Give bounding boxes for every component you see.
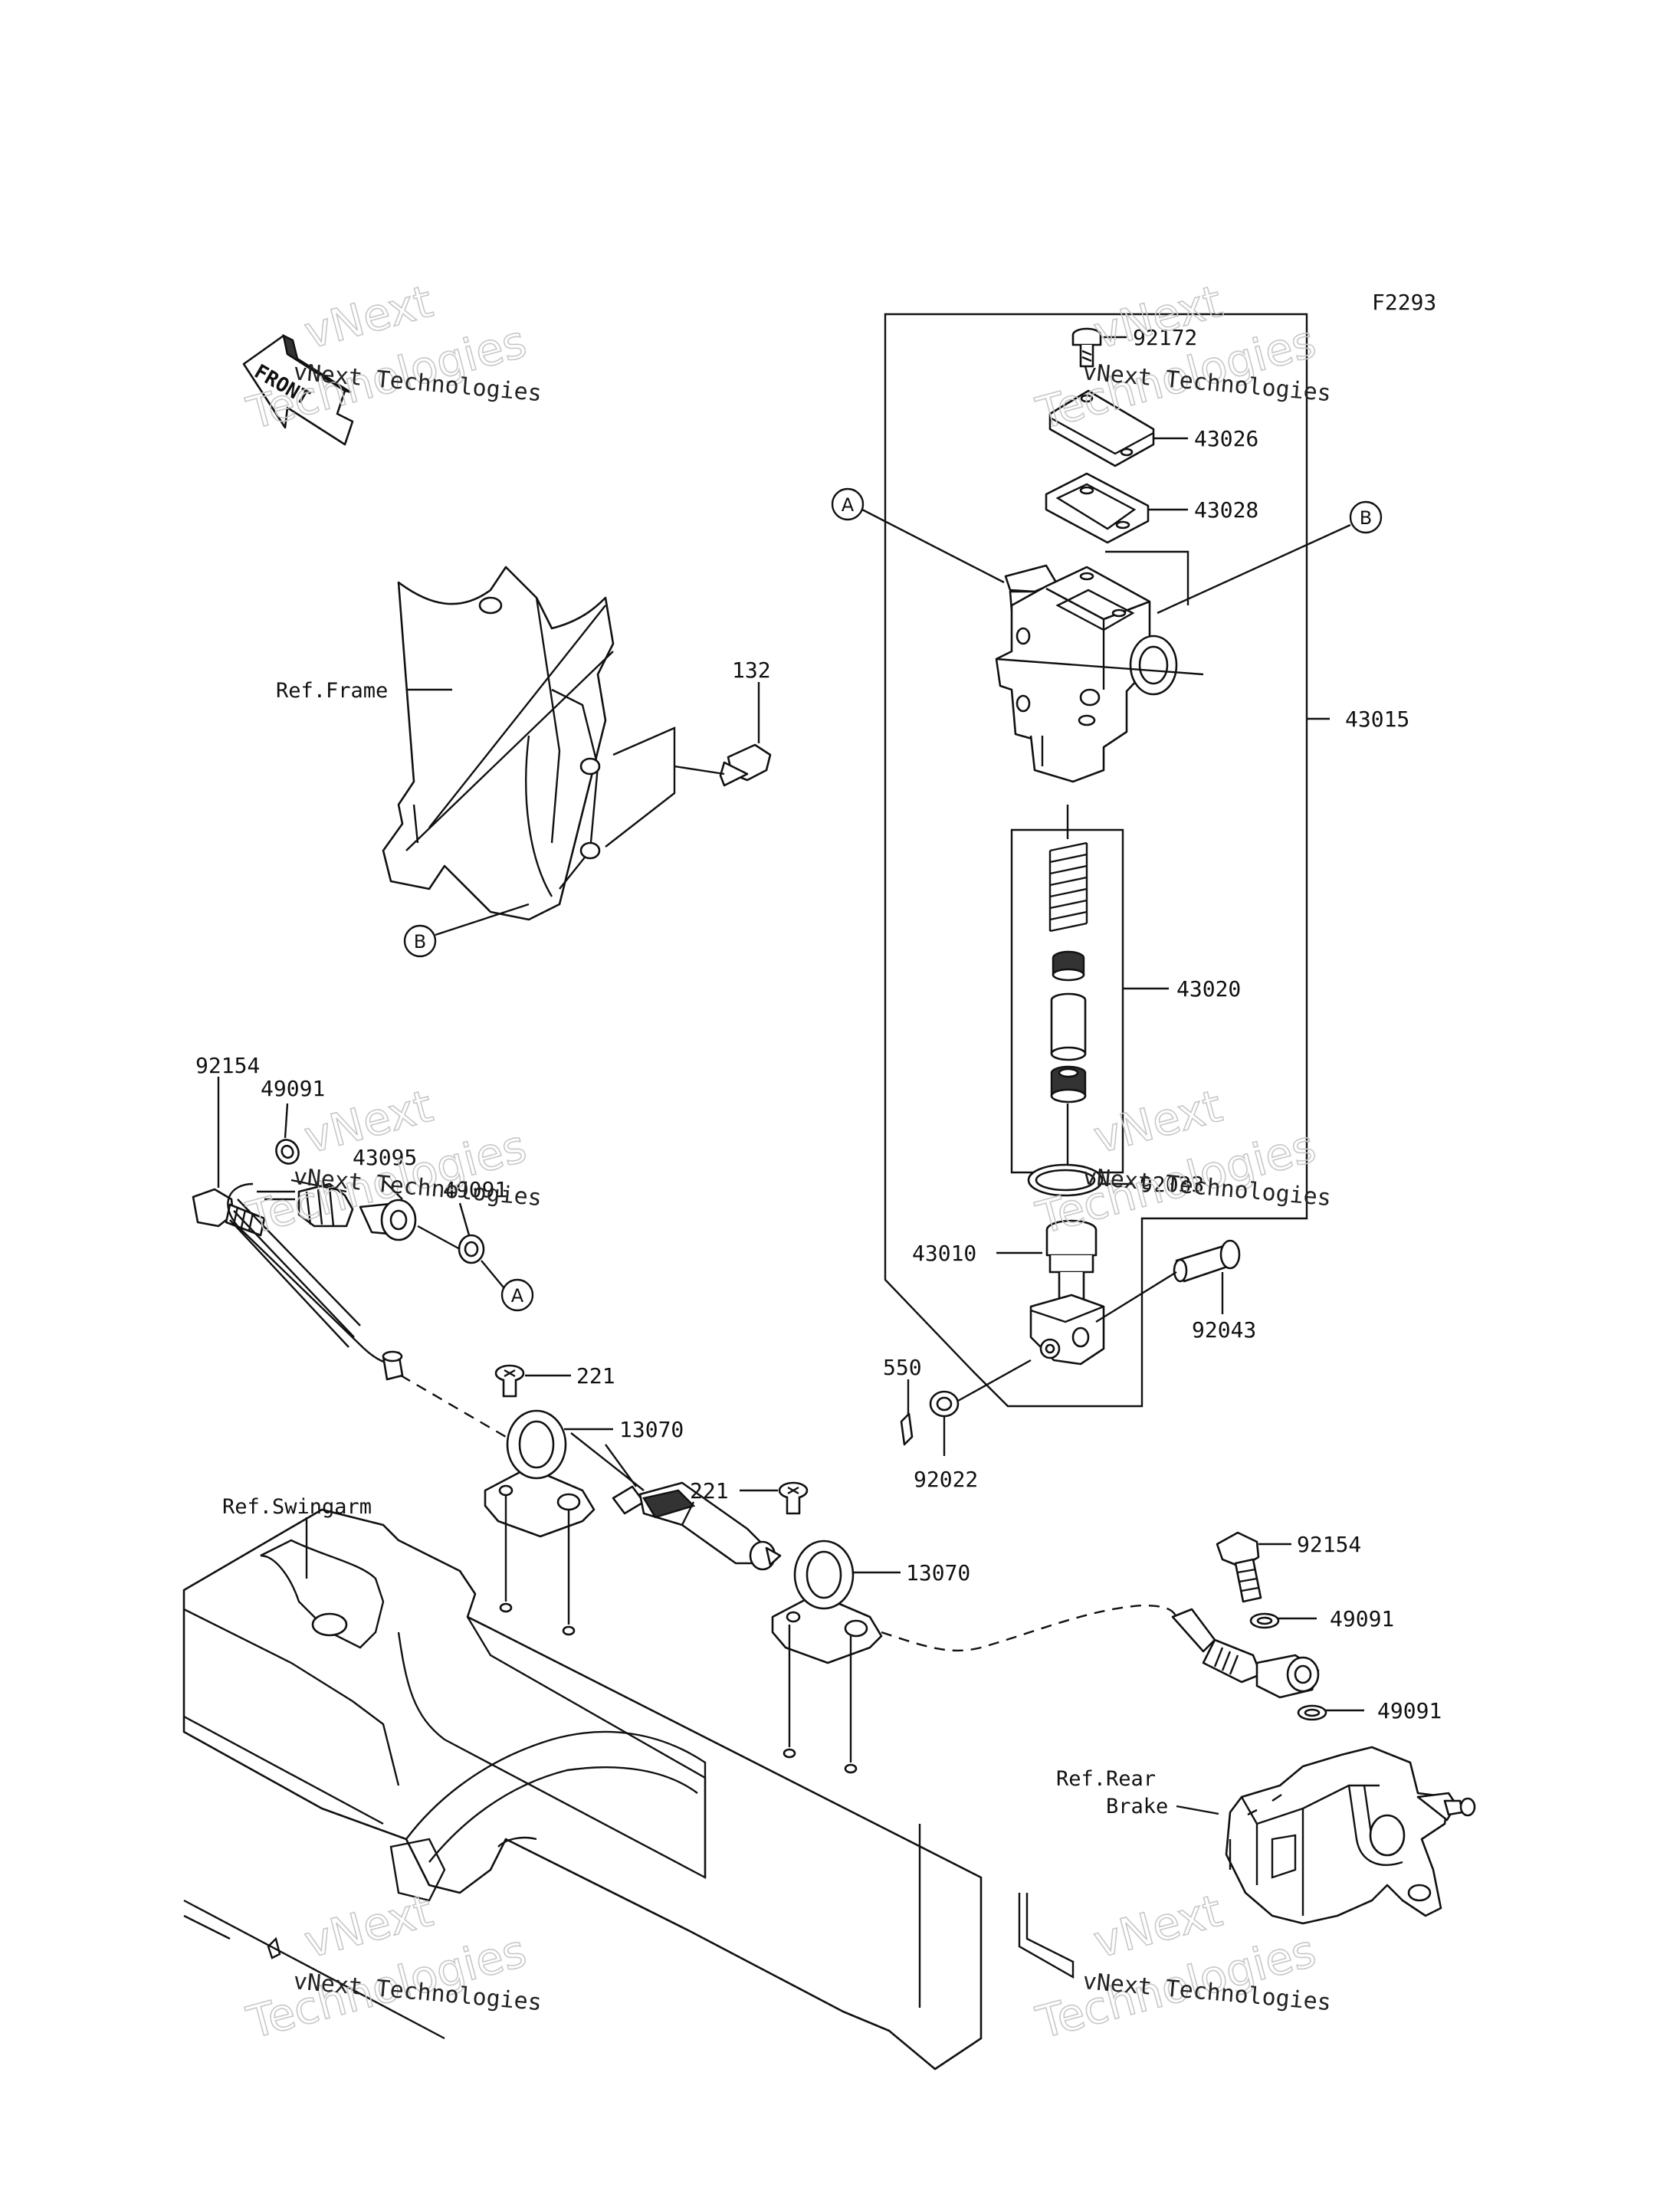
brake-hose-43095: 43095	[227, 1145, 417, 1381]
cap-43026: 43026	[1048, 389, 1258, 467]
part-label-132: 132	[732, 657, 771, 683]
screw-221-left: 221	[494, 1363, 615, 1398]
rear-brake-caliper: Ref.Rear Brake	[1056, 1746, 1476, 1925]
spring	[1048, 841, 1088, 933]
secondary-cup	[1050, 1065, 1087, 1103]
push-rod-43010: 43010	[912, 1219, 1105, 1366]
part-label-92022: 92022	[914, 1467, 978, 1492]
callout-b-frame: B	[403, 903, 530, 958]
bolt-132: 132	[674, 657, 772, 787]
part-label-43010: 43010	[912, 1241, 976, 1266]
hose-routing-left	[400, 1374, 507, 1438]
svg-text:A: A	[842, 494, 855, 516]
callout-b-top: B	[1105, 500, 1383, 615]
piston	[1050, 992, 1087, 1061]
screw-92172: 92172	[1071, 325, 1197, 368]
hose-routing-right	[881, 1604, 1178, 1652]
screw-221-right: 221	[690, 1478, 809, 1515]
part-label-43095: 43095	[353, 1145, 417, 1170]
kit-bracket-43020	[1010, 828, 1124, 1174]
svg-text:B: B	[1360, 507, 1372, 529]
clamp-13070-left: 13070	[484, 1409, 684, 1636]
assembly-bracket-43015	[884, 313, 1308, 1408]
part-label-221-right: 221	[690, 1478, 729, 1503]
part-label-13070-left: 13070	[619, 1417, 684, 1442]
clamp-13070-right: 13070	[771, 1540, 970, 1774]
brake-line-center	[570, 1432, 782, 1571]
part-label-49091-top: 49091	[261, 1076, 325, 1101]
part-label-92172: 92172	[1133, 325, 1197, 350]
swingarm: Ref.Swingarm	[182, 1495, 1075, 2071]
frame-bracket: Ref.Frame	[276, 566, 676, 921]
part-label-13070-right: 13070	[906, 1560, 970, 1585]
part-label-92033: 92033	[1140, 1172, 1204, 1197]
part-label-49091-bottom2: 49091	[1377, 1698, 1442, 1723]
ref-frame-label: Ref.Frame	[276, 679, 388, 703]
cotter-pin-550: 550	[883, 1355, 922, 1446]
part-label-92154-bottom: 92154	[1297, 1532, 1361, 1557]
watermark-top-right: vNext Technologies vNext Technologies	[1030, 274, 1332, 440]
diagram-code: F2293	[1372, 290, 1436, 315]
ref-swingarm-label: Ref.Swingarm	[222, 1495, 372, 1519]
watermark-mid-right: vNext Technologies vNext Technologies	[1030, 1079, 1332, 1244]
diaphragm-43028: 43028	[1045, 472, 1258, 544]
svg-text:A: A	[511, 1285, 524, 1307]
part-label-49091-mid: 49091	[443, 1177, 507, 1202]
washer-49091-mid: 49091	[417, 1177, 507, 1264]
primary-cup	[1052, 950, 1085, 982]
circlip-92033: 92033	[1027, 1163, 1204, 1197]
pin-92043: 92043	[1095, 1239, 1256, 1343]
part-label-49091-bottom1: 49091	[1330, 1606, 1394, 1631]
master-cylinder-body	[995, 564, 1178, 783]
banjo-fitting	[1171, 1608, 1320, 1699]
washer-92022: 92022	[914, 1359, 1032, 1492]
part-label-550: 550	[883, 1355, 922, 1380]
part-label-92154-top: 92154	[195, 1053, 260, 1078]
ref-rear-label: Ref.Rear	[1056, 1767, 1156, 1791]
part-label-92043: 92043	[1192, 1317, 1256, 1343]
part-label-43026: 43026	[1194, 426, 1258, 451]
callout-a-top: A	[831, 487, 1005, 584]
part-label-43015: 43015	[1345, 707, 1409, 732]
svg-text:B: B	[414, 931, 426, 953]
banjo-bolt-92154-top: 92154	[192, 1053, 266, 1237]
washer-49091-top: 49091	[261, 1076, 325, 1165]
part-label-43028: 43028	[1194, 497, 1258, 523]
washer-49091-bottom2: 49091	[1297, 1698, 1442, 1723]
part-label-43020: 43020	[1176, 976, 1241, 1002]
banjo-bolt-92154-bottom: 92154	[1216, 1531, 1361, 1603]
callout-a-bottom: A	[481, 1260, 534, 1312]
washer-49091-bottom1: 49091	[1249, 1606, 1394, 1631]
ref-brake-label: Brake	[1106, 1795, 1168, 1818]
part-label-221-left: 221	[576, 1363, 615, 1389]
watermark-bottom-left: vNext Technologies vNext Technologies	[241, 1884, 543, 2049]
